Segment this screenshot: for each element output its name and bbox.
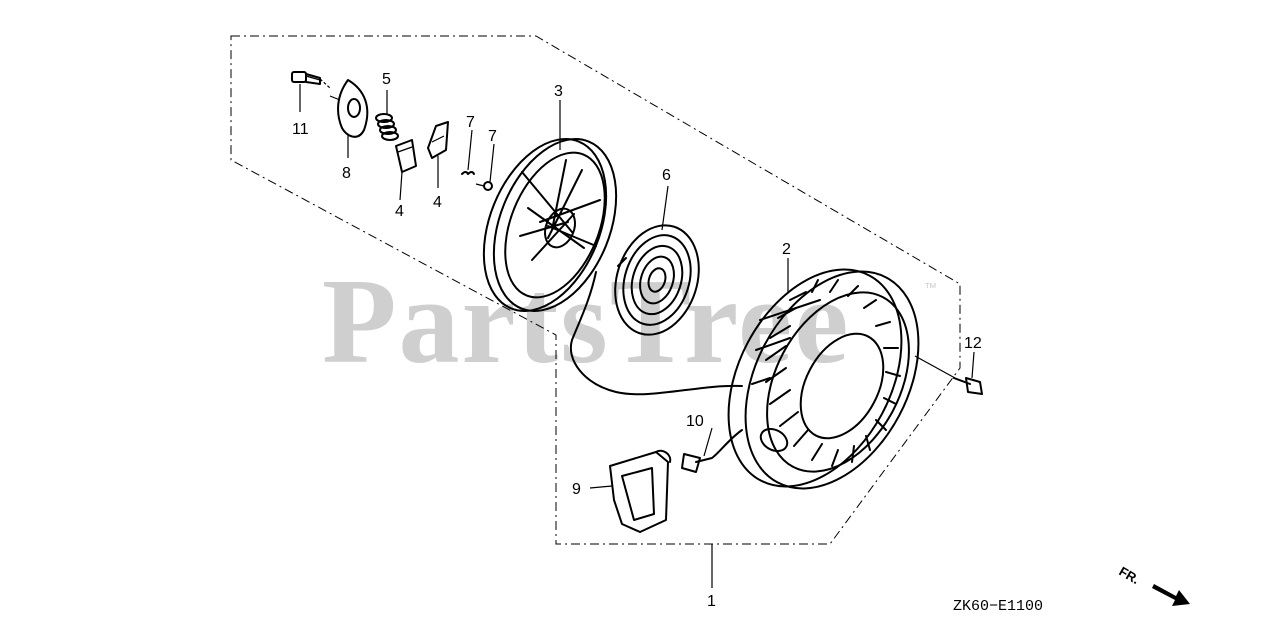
part-11-bolt (291, 71, 331, 89)
part-12-bolt (953, 377, 983, 395)
callout-9: 9 (572, 481, 581, 498)
part-4-ratchet-right (427, 121, 449, 159)
watermark-text: PartsTree (322, 254, 850, 389)
assembly-outline (230, 35, 961, 545)
callout-6: 6 (662, 167, 671, 184)
callout-2: 2 (782, 241, 791, 258)
part-2-starter-case (727, 268, 920, 490)
front-direction-arrow-icon (1152, 584, 1190, 606)
part-7-pins (461, 171, 493, 191)
callout-1: 1 (707, 593, 716, 610)
callout-4-right: 4 (433, 194, 442, 211)
callout-7-left: 7 (466, 114, 475, 131)
front-direction-indicator: FR. (1117, 564, 1190, 606)
front-direction-label: FR. (1117, 564, 1143, 587)
callout-11: 11 (292, 121, 309, 138)
callout-8: 8 (342, 165, 351, 182)
part-5-spring (375, 113, 399, 141)
callout-4-left: 4 (395, 203, 404, 220)
starter-rope (569, 271, 743, 396)
callout-7-right: 7 (488, 128, 497, 145)
part-9-starter-grip (609, 449, 672, 533)
callout-5: 5 (382, 71, 391, 88)
part-8-friction-plate (329, 79, 369, 138)
callout-3: 3 (554, 83, 563, 100)
leader-lines (299, 84, 975, 588)
part-3-reel (482, 138, 618, 312)
callout-12: 12 (964, 335, 982, 352)
diagram-code: ZK60−E1100 (953, 598, 1043, 615)
watermark-trademark: ™ (924, 280, 937, 295)
part-4-ratchet-left (395, 139, 417, 173)
part-10-rope-end (681, 429, 743, 473)
part-6-spiral-spring (614, 224, 700, 336)
callout-10: 10 (686, 413, 704, 430)
